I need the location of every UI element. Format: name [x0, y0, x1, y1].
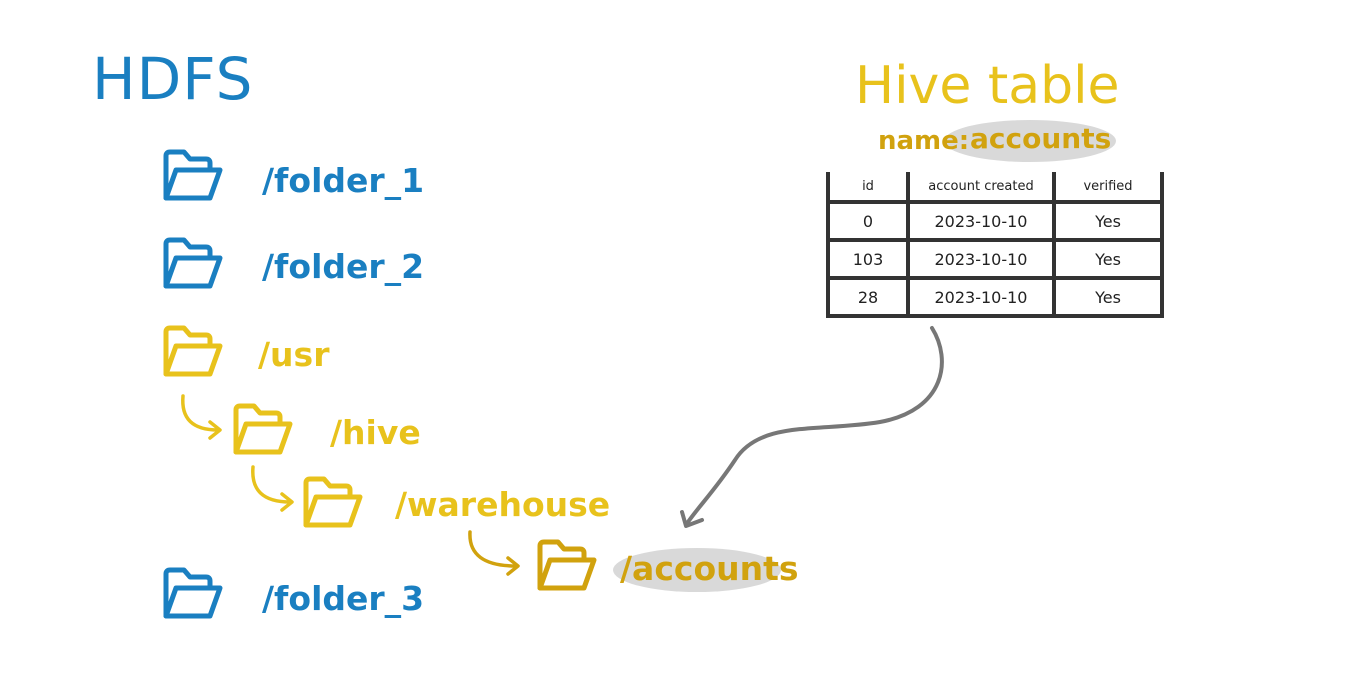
accounts-path-highlight: [613, 548, 781, 592]
accounts-label: /accounts: [620, 549, 799, 588]
table-name-label: name:: [878, 126, 970, 156]
column-header: verified: [1052, 172, 1164, 204]
hive-table: id account created verified 0 2023-10-10…: [826, 172, 1164, 318]
table-cell: 0: [826, 200, 910, 242]
table-cell: 103: [826, 238, 910, 280]
column-header: account created: [906, 172, 1056, 204]
usr-label: /usr: [258, 335, 330, 374]
column-header: id: [826, 172, 910, 204]
table-name-value: accounts: [970, 122, 1112, 155]
folder-icon: [166, 328, 220, 374]
connector-arrow: [181, 394, 222, 440]
table-row: 28 2023-10-10 Yes: [826, 276, 1164, 318]
table-row: 103 2023-10-10 Yes: [826, 238, 1164, 280]
hive-table-title: Hive table: [855, 56, 1120, 116]
folder-2-label: /folder_2: [262, 247, 425, 286]
table-cell: 2023-10-10: [906, 238, 1056, 280]
folder-icon: [166, 570, 220, 616]
table-row: 0 2023-10-10 Yes: [826, 200, 1164, 242]
table-header-row: id account created verified: [826, 172, 1164, 204]
table-cell: Yes: [1052, 238, 1164, 280]
folder-icon: [540, 542, 594, 588]
folder-icon: [166, 152, 220, 198]
hdfs-title: HDFS: [92, 45, 254, 113]
table-cell: Yes: [1052, 276, 1164, 318]
folder-icon: [306, 479, 360, 525]
folder-3-label: /folder_3: [262, 579, 425, 618]
table-cell: 28: [826, 276, 910, 318]
hive-label: /hive: [330, 413, 421, 452]
connector-arrow: [251, 465, 294, 512]
mapping-arrow: [680, 326, 944, 528]
connector-arrow: [468, 530, 520, 576]
table-name-highlight: [944, 120, 1116, 162]
table-cell: Yes: [1052, 200, 1164, 242]
folder-1-label: /folder_1: [262, 161, 425, 200]
table-cell: 2023-10-10: [906, 200, 1056, 242]
warehouse-label: /warehouse: [395, 485, 611, 524]
folder-icon: [166, 240, 220, 286]
folder-icon: [236, 406, 290, 452]
table-cell: 2023-10-10: [906, 276, 1056, 318]
